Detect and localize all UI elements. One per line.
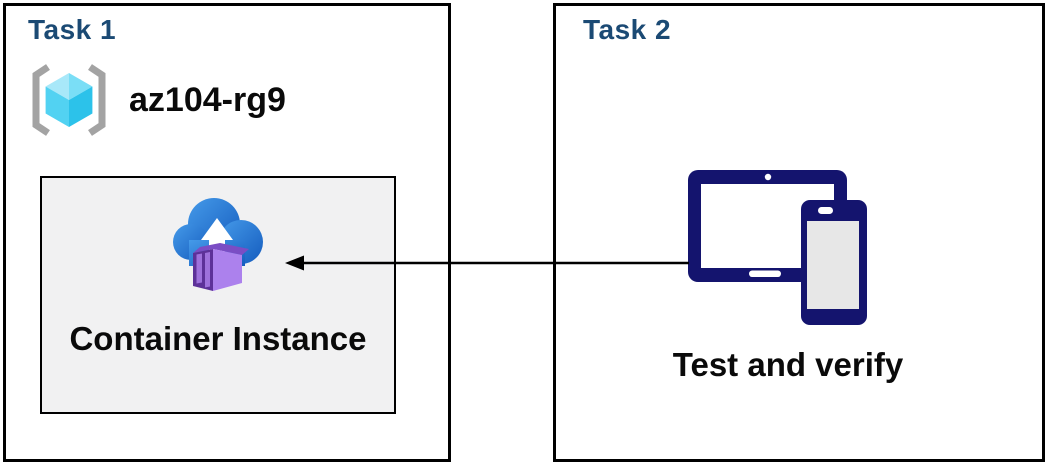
test-verify-label: Test and verify	[672, 346, 904, 383]
task2-box: Task 2 Test and verify	[553, 3, 1045, 462]
container-instance-icon	[173, 198, 263, 291]
task1-title: Task 1	[28, 14, 117, 45]
task1-box: Task 1 az104-rg9	[3, 3, 451, 462]
container-box-shape	[193, 243, 249, 291]
phone-icon	[801, 200, 867, 325]
resource-group: az104-rg9	[27, 62, 286, 138]
task2-title: Task 2	[583, 14, 672, 45]
resource-group-icon	[32, 64, 106, 136]
container-instance-card: Container Instance	[40, 176, 396, 414]
tablet-phone-devices-icon	[688, 170, 867, 325]
resource-group-name: az104-rg9	[129, 80, 286, 119]
container-instance-label: Container Instance	[69, 320, 367, 357]
